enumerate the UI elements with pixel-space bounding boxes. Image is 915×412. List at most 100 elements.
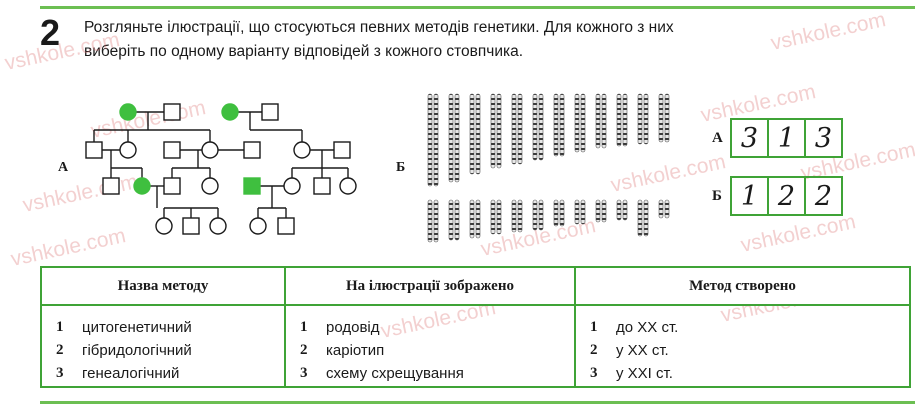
chromosome <box>559 93 565 157</box>
option-text: у XXI ст. <box>616 365 673 382</box>
female-symbol <box>209 217 227 235</box>
chromosome <box>490 199 496 235</box>
chromosome <box>580 199 586 225</box>
methods-table: Назва методу На ілюстрації зображено Мет… <box>40 266 911 388</box>
header-illustration: На ілюстрації зображено <box>284 266 576 306</box>
chromosome <box>574 93 580 153</box>
chromosome <box>496 93 502 169</box>
option-text: генеалогічний <box>82 365 180 382</box>
male-symbol <box>85 141 103 159</box>
male-symbol <box>163 141 181 159</box>
female-symbol <box>155 217 173 235</box>
chromosome <box>616 199 622 221</box>
affected-female-symbol <box>133 177 151 195</box>
chromosome <box>454 93 460 183</box>
female-symbol <box>201 177 219 195</box>
chromosome <box>595 199 601 223</box>
figure-label-a: А <box>58 160 69 175</box>
option-number: 2 <box>300 342 308 358</box>
chromosome <box>658 93 664 143</box>
header-method-created: Метод створено <box>574 266 911 306</box>
chromosome <box>601 93 607 149</box>
chromosome <box>490 93 496 169</box>
female-symbol <box>249 217 267 235</box>
option-text: гібридологічний <box>82 342 192 359</box>
list-item: 2 у XX ст. <box>590 339 909 362</box>
chromosome <box>517 93 523 165</box>
option-number: 3 <box>56 365 64 381</box>
male-symbol <box>163 177 181 195</box>
option-number: 1 <box>590 319 598 335</box>
option-number: 2 <box>590 342 598 358</box>
instruction-line-1: Розгляньте ілюстрації, що стосуються пев… <box>84 19 674 36</box>
chromosome <box>511 93 517 165</box>
chromosome <box>664 93 670 143</box>
female-symbol <box>283 177 301 195</box>
affected-male-symbol <box>243 177 261 195</box>
chromosome <box>517 199 523 233</box>
option-text: каріотип <box>326 342 385 359</box>
option-text: у XX ст. <box>616 342 669 359</box>
chromosome <box>511 199 517 233</box>
chromosome <box>469 93 475 175</box>
chromosome <box>427 199 433 243</box>
task-number: 2 <box>40 12 61 53</box>
male-symbol <box>182 217 200 235</box>
answer-cell[interactable]: 3 <box>732 120 769 156</box>
chromosome <box>601 199 607 223</box>
bottom-divider <box>40 401 915 404</box>
table-header-row: Назва методу На ілюстрації зображено Мет… <box>40 266 911 306</box>
chromosome <box>643 93 649 145</box>
chromosome <box>448 93 454 183</box>
option-text: цитогенетичний <box>82 319 192 336</box>
option-text: схему схрещування <box>326 365 464 382</box>
chromosome <box>637 93 643 145</box>
chromosome <box>496 199 502 235</box>
chromosome <box>475 199 481 239</box>
chromosome <box>664 199 670 219</box>
affected-female-symbol <box>119 103 137 121</box>
instruction-line-2: виберіть по одному варіанту відповідей з… <box>84 43 524 60</box>
female-symbol <box>119 141 137 159</box>
list-item: 3 схему схрещування <box>300 362 574 385</box>
karyotype-image <box>427 93 670 243</box>
option-number: 3 <box>300 365 308 381</box>
chromosome <box>427 93 433 187</box>
answer-cell[interactable]: 2 <box>769 178 806 214</box>
answer-cell[interactable]: 1 <box>732 178 769 214</box>
chromosome <box>448 199 454 241</box>
female-symbol <box>339 177 357 195</box>
female-symbol <box>293 141 311 159</box>
chromosome <box>553 93 559 157</box>
male-symbol <box>261 103 279 121</box>
chromosome <box>469 199 475 239</box>
chromosome <box>553 199 559 227</box>
chromosome <box>532 93 538 161</box>
option-number: 1 <box>300 319 308 335</box>
answer-cell[interactable]: 3 <box>814 122 833 154</box>
chromosome <box>616 93 622 147</box>
chromosome <box>643 199 649 237</box>
answer-cell[interactable]: 2 <box>814 180 833 212</box>
option-number: 2 <box>56 342 64 358</box>
male-symbol <box>163 103 181 121</box>
female-symbol <box>201 141 219 159</box>
answer-cell[interactable]: 1 <box>769 120 806 156</box>
chromosome <box>433 199 439 243</box>
chromosome <box>622 199 628 221</box>
pedigree-diagram <box>85 103 357 235</box>
answer-letter-a: А <box>712 130 723 146</box>
list-item: 3 генеалогічний <box>56 362 284 385</box>
chromosome <box>538 93 544 161</box>
chromosome <box>454 199 460 241</box>
chromosome <box>658 199 664 219</box>
answer-row-a: 3 1 3 <box>730 118 843 158</box>
male-symbol <box>243 141 261 159</box>
top-divider <box>40 6 915 9</box>
